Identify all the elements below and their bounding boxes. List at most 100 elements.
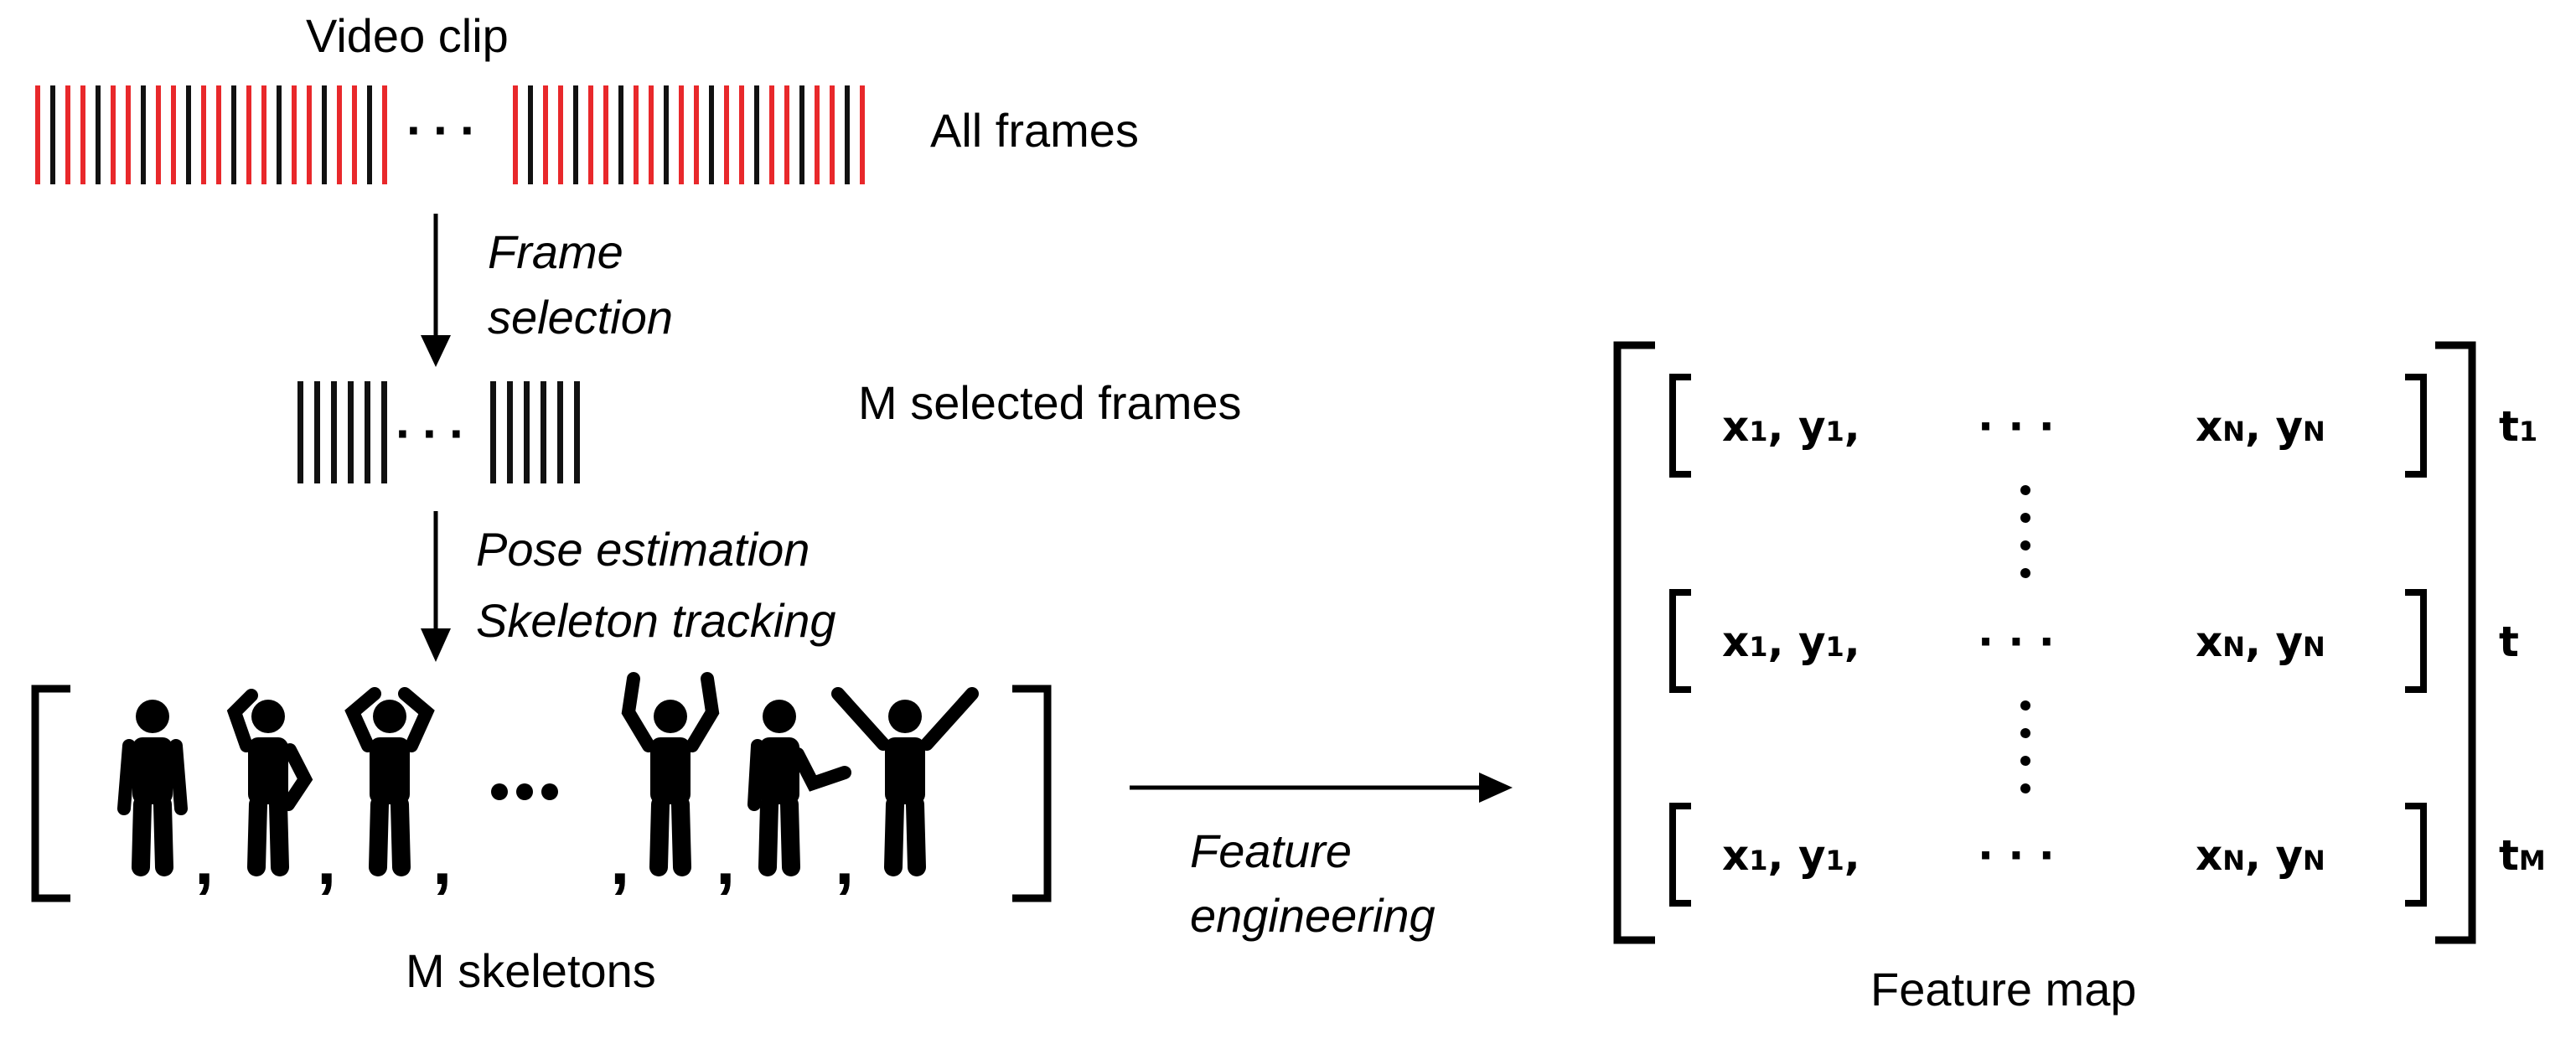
frame-bar [126, 85, 131, 184]
frame-bar [65, 85, 70, 184]
frame-bar [337, 85, 342, 184]
selected-frames-ellipsis: ··· [396, 406, 476, 462]
frame-bar [382, 85, 387, 184]
frame-bar [96, 85, 101, 184]
time-index-label: t [2499, 618, 2519, 666]
all-frames-ellipsis: ··· [406, 102, 487, 158]
frame-bar [558, 85, 563, 184]
selected-frame-bar [541, 381, 546, 483]
frame-bar [80, 85, 85, 184]
selected-frame-bar [314, 381, 320, 483]
skeleton-comma: , [716, 820, 735, 899]
frame-bar [367, 85, 372, 184]
frame-bar [860, 85, 865, 184]
frame-bar [216, 85, 221, 184]
video-clip-label: Video clip [306, 9, 509, 62]
frame-bar [513, 85, 518, 184]
skeleton-comma: , [317, 820, 336, 899]
time-index-label: tM [2499, 831, 2546, 880]
selected-frame-bar [348, 381, 354, 483]
skeleton-figure-icon [226, 689, 313, 876]
feature-map-row: x1, y1, · · · xN, yN t1 [1669, 374, 2537, 478]
selected-frame-bar [297, 381, 303, 483]
frame-bar [156, 85, 161, 184]
time-index-label: t1 [2499, 402, 2537, 451]
frame-bar [171, 85, 176, 184]
feature-engineering-label-1: Feature [1190, 824, 1352, 877]
frame-bar [679, 85, 684, 184]
skeleton-list-left-bracket [31, 685, 70, 902]
feature-map-row: x1, y1, · · · xN, yN tM [1669, 803, 2546, 907]
selected-frame-bar [490, 381, 496, 483]
frame-bar [845, 85, 850, 184]
m-skeletons-label: M skeletons [406, 944, 656, 997]
frame-bar [739, 85, 744, 184]
selected-frames-right [490, 381, 580, 483]
selected-frame-bar [381, 381, 387, 483]
matrix-last-entry: xN, yN [2196, 402, 2325, 451]
skeleton-comma: , [835, 820, 854, 899]
frame-bar [261, 85, 266, 184]
skeleton-ellipsis [491, 783, 558, 800]
pose-estimation-label: Pose estimation [476, 523, 810, 576]
matrix-row-ellipsis: · · · [1978, 831, 2055, 880]
skeleton-figure-icon [344, 687, 435, 876]
matrix-first-entry: x1, y1, [1722, 618, 1860, 666]
frame-bar [709, 85, 714, 184]
all-frames-right-strip [513, 85, 865, 184]
pose-estimation-arrow [421, 511, 451, 662]
matrix-first-entry: x1, y1, [1722, 402, 1860, 451]
frame-bar [352, 85, 357, 184]
frame-bar [111, 85, 116, 184]
selected-frames-left [297, 381, 387, 483]
skeleton-list-right-bracket [1012, 685, 1052, 902]
feature-map-label: Feature map [1870, 963, 2137, 1016]
frame-bar [784, 85, 789, 184]
frame-bar [815, 85, 820, 184]
matrix-last-entry: xN, yN [2196, 618, 2325, 666]
frame-selection-label-2: selection [488, 291, 673, 344]
matrix-first-entry: x1, y1, [1722, 831, 1860, 880]
selected-frame-bar [507, 381, 513, 483]
frame-bar [799, 85, 804, 184]
frame-bar [830, 85, 835, 184]
frame-bar [573, 85, 578, 184]
frame-bar [649, 85, 654, 184]
matrix-row-ellipsis: · · · [1978, 402, 2055, 451]
feature-map-row: x1, y1, · · · xN, yN t [1669, 589, 2519, 693]
frame-bar [35, 85, 40, 184]
selected-frame-bar [331, 381, 337, 483]
frame-bar [664, 85, 669, 184]
feature-engineering-label-2: engineering [1190, 889, 1435, 942]
frame-bar [141, 85, 146, 184]
frame-bar [292, 85, 297, 184]
skeleton-comma: , [432, 820, 452, 899]
frame-bar [231, 85, 236, 184]
selected-frame-bar [574, 381, 580, 483]
skeleton-figure-icon [117, 700, 188, 876]
feature-map-vertical-dots [2020, 485, 2030, 793]
skeleton-figures: ,,,,,, [117, 672, 979, 899]
m-selected-frames-label: M selected frames [858, 376, 1242, 429]
frame-bar [50, 85, 55, 184]
frame-bar [754, 85, 759, 184]
frame-bar [588, 85, 593, 184]
matrix-last-entry: xN, yN [2196, 831, 2325, 880]
frame-bar [528, 85, 533, 184]
frame-bar [186, 85, 191, 184]
frame-selection-label-1: Frame [488, 225, 623, 278]
feature-map-right-bracket [2435, 341, 2476, 944]
matrix-row-ellipsis: · · · [1978, 618, 2055, 666]
feature-engineering-arrow [1130, 773, 1513, 803]
frame-bar [618, 85, 623, 184]
skeleton-figure-icon [831, 687, 979, 876]
frame-bar [769, 85, 774, 184]
frame-bar [246, 85, 251, 184]
selected-frame-bar [524, 381, 530, 483]
frame-bar [307, 85, 312, 184]
skeleton-figure-icon [747, 700, 851, 876]
frame-bar [694, 85, 699, 184]
